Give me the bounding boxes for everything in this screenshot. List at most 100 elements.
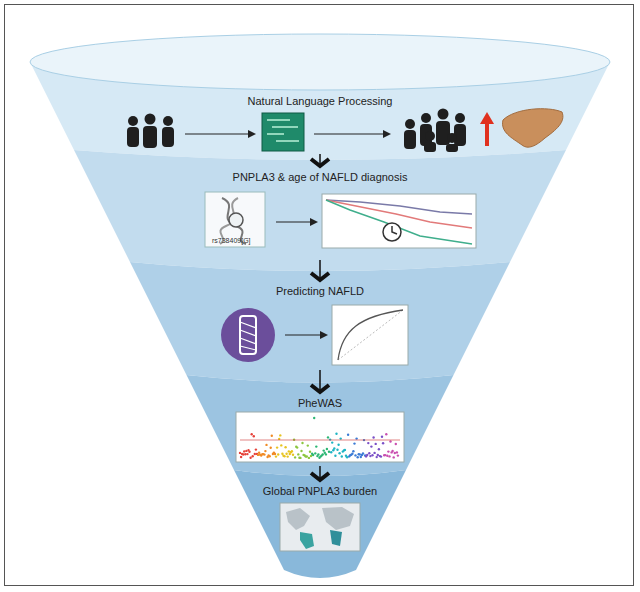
phewas-dot	[341, 455, 343, 457]
significance-line	[240, 440, 400, 441]
flow-arrow	[248, 130, 256, 138]
phewas-dot	[249, 457, 251, 459]
phewas-dot	[330, 451, 332, 453]
phewas-dot	[255, 448, 257, 450]
phewas-dot	[248, 451, 250, 453]
chevron-head	[311, 159, 329, 166]
phewas-dot	[315, 445, 317, 447]
prediction-icon	[221, 308, 275, 362]
phewas-dot	[386, 455, 388, 457]
stage-connector	[311, 154, 329, 166]
funnel-stage: Predicting NAFLD	[190, 282, 450, 370]
phewas-dot	[246, 453, 248, 455]
phewas-dot	[309, 451, 311, 453]
funnel-band	[130, 262, 510, 383]
phewas-dot	[279, 434, 281, 436]
phewas-dot	[393, 456, 395, 458]
phewas-dot	[329, 438, 331, 440]
dna-box	[205, 192, 265, 247]
phewas-dot	[292, 454, 294, 456]
funnel-band	[74, 150, 566, 271]
phewas-dot	[283, 455, 285, 457]
phewas-dot	[346, 456, 348, 458]
clock-icon	[383, 223, 401, 241]
phewas-dot	[261, 453, 263, 455]
phewas-dot	[287, 455, 289, 457]
connector-line	[319, 370, 321, 392]
phewas-dot	[240, 456, 242, 458]
phewas-dot	[257, 454, 259, 456]
roc-diagonal	[338, 310, 403, 360]
funnel-stage: PNPLA3 & age of NAFLD diagnosis	[150, 168, 490, 260]
phewas-dot	[280, 444, 282, 446]
phewas-dot	[359, 453, 361, 455]
phewas-dot	[306, 455, 308, 457]
funnel-stage: Natural Language Processing	[110, 92, 530, 154]
phewas-dot	[382, 442, 384, 444]
phewas-dot	[242, 453, 244, 455]
phewas-dot	[319, 455, 321, 457]
stage-heading: PNPLA3 & age of NAFLD diagnosis	[150, 168, 490, 184]
phewas-dot	[394, 452, 396, 454]
flow-arrow	[310, 218, 318, 226]
funnel-stage: Global PNPLA3 burden	[250, 482, 390, 556]
survival-chart	[322, 194, 476, 248]
phewas-dot	[362, 452, 364, 454]
phewas-dot	[391, 450, 393, 452]
phewas-dot	[325, 453, 327, 455]
phewas-dot	[294, 456, 296, 458]
phewas-dot	[371, 454, 373, 456]
world-map	[280, 503, 360, 551]
phewas-dot	[343, 449, 345, 451]
phewas-dot	[336, 449, 338, 451]
funnel-stage: PheWAS	[232, 394, 408, 466]
chevron-head	[311, 273, 329, 280]
phewas-dot	[387, 450, 389, 452]
phewas-dot	[245, 450, 247, 452]
increase-arrow	[480, 112, 494, 124]
nlp-screen	[262, 113, 304, 151]
phewas-dot	[367, 442, 369, 444]
phewas-dot	[335, 433, 337, 435]
phewas-dot	[327, 436, 329, 438]
phewas-dot	[340, 437, 342, 439]
phewas-dot	[375, 443, 377, 445]
phewas-dot	[326, 448, 328, 450]
flow-arrow	[314, 133, 383, 134]
phewas-dot	[337, 444, 339, 446]
phewas-dot	[251, 433, 253, 435]
stage-connector	[311, 260, 329, 280]
phewas-dot	[297, 453, 299, 455]
liver-icon	[503, 109, 563, 147]
phewas-dot	[298, 457, 300, 459]
stage-heading: Natural Language Processing	[110, 92, 530, 108]
phewas-dot	[252, 455, 254, 457]
phewas-dot	[355, 437, 357, 439]
stage-heading: Global PNPLA3 burden	[250, 482, 390, 498]
phewas-dot	[323, 449, 325, 451]
phewas-dot	[276, 446, 278, 448]
phewas-dot	[300, 450, 302, 452]
phewas-dot	[353, 442, 355, 444]
phewas-dot	[366, 454, 368, 456]
roc-chart	[332, 305, 408, 365]
phewas-dot	[378, 448, 380, 450]
snp-marker	[229, 213, 243, 227]
phewas-dot	[269, 455, 271, 457]
phewas-dot	[277, 453, 279, 455]
phewas-dot	[328, 451, 330, 453]
map-land	[322, 507, 354, 530]
phewas-dot	[274, 453, 276, 455]
phewas-dot	[370, 445, 372, 447]
phewas-dot	[395, 443, 397, 445]
phewas-dot	[373, 452, 375, 454]
phewas-dot	[331, 441, 333, 443]
flow-arrow	[285, 334, 320, 335]
phewas-dot	[310, 455, 312, 457]
phewas-dot	[396, 451, 398, 453]
phewas-dot	[244, 453, 246, 455]
snp-label: rs738409[G]	[212, 237, 251, 245]
survival-curve	[326, 200, 472, 244]
stage-connector	[311, 466, 329, 480]
phewas-dot	[383, 454, 385, 456]
